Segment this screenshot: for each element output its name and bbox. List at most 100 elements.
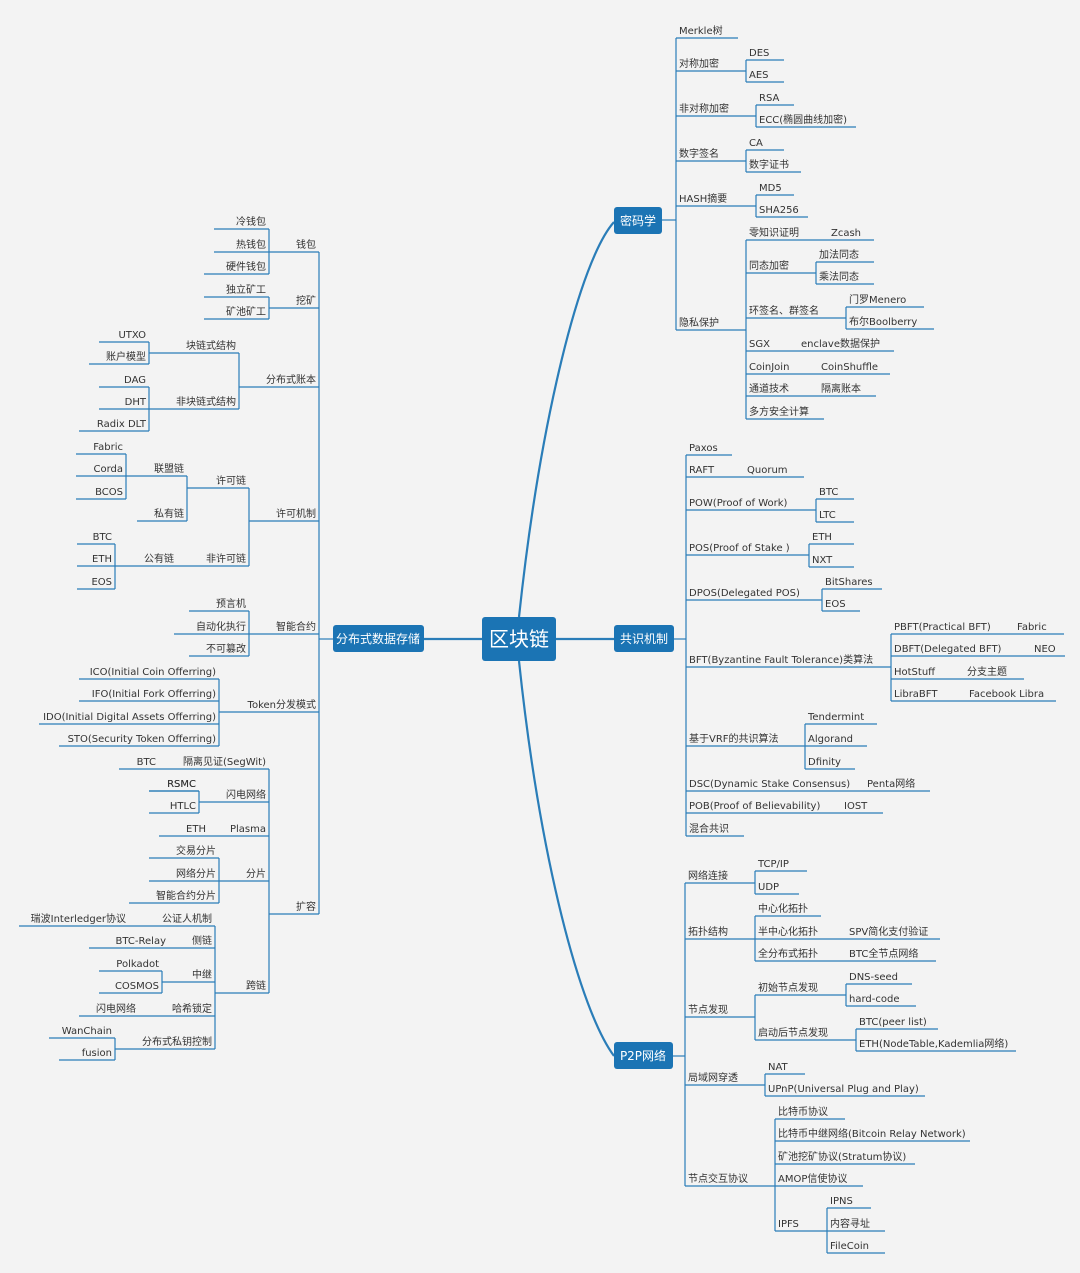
topic-node-35[interactable]: POS(Proof of Stake ) xyxy=(686,543,809,556)
topic-node-69[interactable]: 初始节点发现 xyxy=(755,981,846,996)
topic-node-26[interactable]: 通道技术 xyxy=(746,382,818,397)
topic-node-57[interactable]: IOST xyxy=(841,801,883,814)
topic-node-52[interactable]: Algorand xyxy=(805,734,867,747)
topic-node-145[interactable]: 闪电网络 xyxy=(79,1002,139,1017)
topic-node-23[interactable]: enclave数据保护 xyxy=(798,337,894,352)
topic-node-67[interactable]: BTC全节点网络 xyxy=(846,947,936,962)
topic-node-130[interactable]: Plasma xyxy=(209,824,269,837)
topic-node-147[interactable]: WanChain xyxy=(49,1026,115,1039)
topic-node-51[interactable]: Tendermint xyxy=(805,712,877,725)
main-node-consensus[interactable]: 共识机制 xyxy=(614,625,674,652)
topic-node-148[interactable]: fusion xyxy=(59,1048,115,1061)
topic-node-22[interactable]: SGX xyxy=(746,339,798,352)
topic-node-144[interactable]: 哈希锁定 xyxy=(139,1002,215,1017)
topic-node-53[interactable]: Dfinity xyxy=(805,757,855,770)
topic-node-114[interactable]: 智能合约 xyxy=(249,620,319,635)
topic-node-27[interactable]: 隔离账本 xyxy=(818,382,876,397)
topic-node-41[interactable]: BFT(Byzantine Fault Tolerance)类算法 xyxy=(686,653,891,668)
topic-node-102[interactable]: 许可机制 xyxy=(249,507,319,522)
topic-node-140[interactable]: BTC-Relay xyxy=(89,936,169,949)
topic-node-136[interactable]: 跨链 xyxy=(215,979,269,994)
topic-node-68[interactable]: 节点发现 xyxy=(685,1003,755,1018)
topic-node-120[interactable]: IFO(Initial Fork Offerring) xyxy=(79,689,219,702)
topic-node-46[interactable]: HotStuff xyxy=(891,667,964,680)
topic-node-38[interactable]: DPOS(Delegated POS) xyxy=(686,588,822,601)
topic-node-90[interactable]: 硬件钱包 xyxy=(204,260,269,275)
topic-node-101[interactable]: Radix DLT xyxy=(79,419,149,432)
topic-node-3[interactable]: AES xyxy=(746,70,784,83)
topic-node-76[interactable]: NAT xyxy=(765,1062,805,1075)
topic-node-84[interactable]: IPNS xyxy=(827,1196,871,1209)
topic-node-107[interactable]: BCOS xyxy=(76,487,126,500)
topic-node-105[interactable]: Fabric xyxy=(76,442,126,455)
topic-node-21[interactable]: 布尔Boolberry xyxy=(846,315,934,330)
topic-node-119[interactable]: ICO(Initial Coin Offerring) xyxy=(79,667,219,680)
topic-node-123[interactable]: 扩容 xyxy=(269,900,319,915)
topic-node-59[interactable]: 网络连接 xyxy=(685,869,755,884)
topic-node-16[interactable]: 同态加密 xyxy=(746,259,816,274)
topic-node-81[interactable]: 矿池挖矿协议(Stratum协议) xyxy=(775,1150,915,1165)
topic-node-63[interactable]: 中心化拓扑 xyxy=(755,902,821,917)
main-node-crypto[interactable]: 密码学 xyxy=(614,207,662,234)
topic-node-99[interactable]: DAG xyxy=(99,375,149,388)
topic-node-60[interactable]: TCP/IP xyxy=(755,859,807,872)
topic-node-48[interactable]: LibraBFT xyxy=(891,689,966,702)
topic-node-93[interactable]: 矿池矿工 xyxy=(204,305,269,320)
topic-node-111[interactable]: BTC xyxy=(77,532,115,545)
topic-node-82[interactable]: AMOP信使协议 xyxy=(775,1172,863,1187)
topic-node-32[interactable]: POW(Proof of Work) xyxy=(686,498,816,511)
topic-node-108[interactable]: 私有链 xyxy=(137,507,187,522)
topic-node-25[interactable]: CoinShuffle xyxy=(818,362,890,375)
topic-node-43[interactable]: Fabric xyxy=(1014,622,1064,635)
topic-node-64[interactable]: 半中心化拓扑 xyxy=(755,925,846,940)
topic-node-129[interactable]: HTLC xyxy=(149,801,199,814)
topic-node-17[interactable]: 加法同态 xyxy=(816,248,874,263)
topic-node-66[interactable]: 全分布式拓扑 xyxy=(755,947,846,962)
topic-node-10[interactable]: HASH摘要 xyxy=(676,192,756,207)
topic-node-28[interactable]: 多方安全计算 xyxy=(746,405,824,420)
topic-node-135[interactable]: 智能合约分片 xyxy=(129,889,219,904)
topic-node-70[interactable]: DNS-seed xyxy=(846,972,912,985)
topic-node-61[interactable]: UDP xyxy=(755,882,799,895)
topic-node-87[interactable]: 钱包 xyxy=(269,238,319,253)
topic-node-97[interactable]: 账户模型 xyxy=(89,350,149,365)
topic-node-124[interactable]: 隔离见证(SegWit) xyxy=(159,755,269,770)
topic-node-47[interactable]: 分支主题 xyxy=(964,666,1024,680)
topic-node-132[interactable]: 分片 xyxy=(219,867,269,882)
topic-node-45[interactable]: NEO xyxy=(1031,644,1065,657)
topic-node-56[interactable]: POB(Proof of Believability) xyxy=(686,801,841,814)
topic-node-1[interactable]: 对称加密 xyxy=(676,57,746,72)
topic-node-73[interactable]: BTC(peer list) xyxy=(856,1017,938,1030)
topic-node-91[interactable]: 挖矿 xyxy=(269,294,319,309)
topic-node-71[interactable]: hard-code xyxy=(846,994,916,1007)
topic-node-34[interactable]: LTC xyxy=(816,510,854,523)
topic-node-33[interactable]: BTC xyxy=(816,487,854,500)
topic-node-50[interactable]: 基于VRF的共识算法 xyxy=(686,732,805,747)
topic-node-9[interactable]: 数字证书 xyxy=(746,158,801,173)
topic-node-29[interactable]: Paxos xyxy=(686,443,732,456)
topic-node-88[interactable]: 冷钱包 xyxy=(214,215,269,230)
topic-node-13[interactable]: 隐私保护 xyxy=(676,316,746,331)
topic-node-18[interactable]: 乘法同态 xyxy=(816,270,874,285)
topic-node-116[interactable]: 自动化执行 xyxy=(174,620,249,635)
topic-node-5[interactable]: RSA xyxy=(756,93,794,106)
topic-node-58[interactable]: 混合共识 xyxy=(686,822,744,837)
topic-node-72[interactable]: 启动后节点发现 xyxy=(755,1026,856,1041)
topic-node-121[interactable]: IDO(Initial Digital Assets Offerring) xyxy=(39,712,219,725)
topic-node-14[interactable]: 零知识证明 xyxy=(746,226,828,241)
topic-node-31[interactable]: Quorum xyxy=(744,465,804,478)
topic-node-95[interactable]: 块链式结构 xyxy=(149,339,239,354)
topic-node-12[interactable]: SHA256 xyxy=(756,205,808,218)
main-node-p2p[interactable]: P2P网络 xyxy=(614,1042,673,1069)
topic-node-44[interactable]: DBFT(Delegated BFT) xyxy=(891,644,1031,657)
topic-node-62[interactable]: 拓扑结构 xyxy=(685,925,755,940)
topic-node-138[interactable]: 瑞波Interledger协议 xyxy=(19,912,129,927)
topic-node-146[interactable]: 分布式私钥控制 xyxy=(115,1035,215,1050)
topic-node-143[interactable]: COSMOS xyxy=(99,981,162,994)
topic-node-24[interactable]: CoinJoin xyxy=(746,362,818,375)
topic-node-92[interactable]: 独立矿工 xyxy=(204,283,269,298)
topic-node-100[interactable]: DHT xyxy=(99,397,149,410)
topic-node-49[interactable]: Facebook Libra xyxy=(966,689,1056,702)
topic-node-80[interactable]: 比特币中继网络(Bitcoin Relay Network) xyxy=(775,1127,970,1142)
topic-node-39[interactable]: BitShares xyxy=(822,577,882,590)
